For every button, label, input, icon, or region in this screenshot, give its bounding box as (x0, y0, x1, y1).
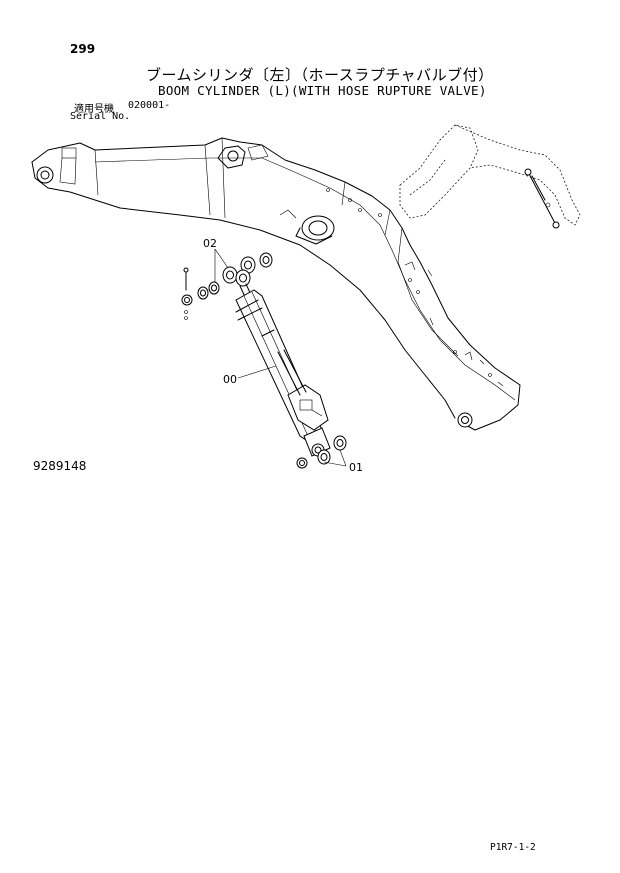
serial-number-range: 020001- (128, 100, 171, 111)
callout-00: 00 (223, 373, 237, 386)
page-footer-code: P1R7-1-2 (490, 842, 536, 853)
boom-arm (31, 137, 521, 431)
page-number: 299 (70, 42, 96, 56)
callout-01: 01 (349, 461, 363, 474)
callout-02: 02 (203, 237, 217, 250)
page-title-japanese: ブームシリンダ〔左〕（ホースラプチャバルブ付） (146, 66, 494, 84)
arm-phantom-outline (399, 124, 581, 229)
serial-label-english: Serial No. (70, 111, 131, 122)
serial-label-japanese: 適用号機 (74, 104, 114, 115)
drawing-number: 9289148 (33, 459, 87, 473)
pin-and-bushing-set-01 (296, 435, 347, 469)
page-title-english: BOOM CYLINDER (L)(WITH HOSE RUPTURE VALV… (158, 83, 487, 98)
pin-and-bushing-set-02 (181, 248, 273, 320)
boom-cylinder-assembly-00 (235, 269, 331, 457)
